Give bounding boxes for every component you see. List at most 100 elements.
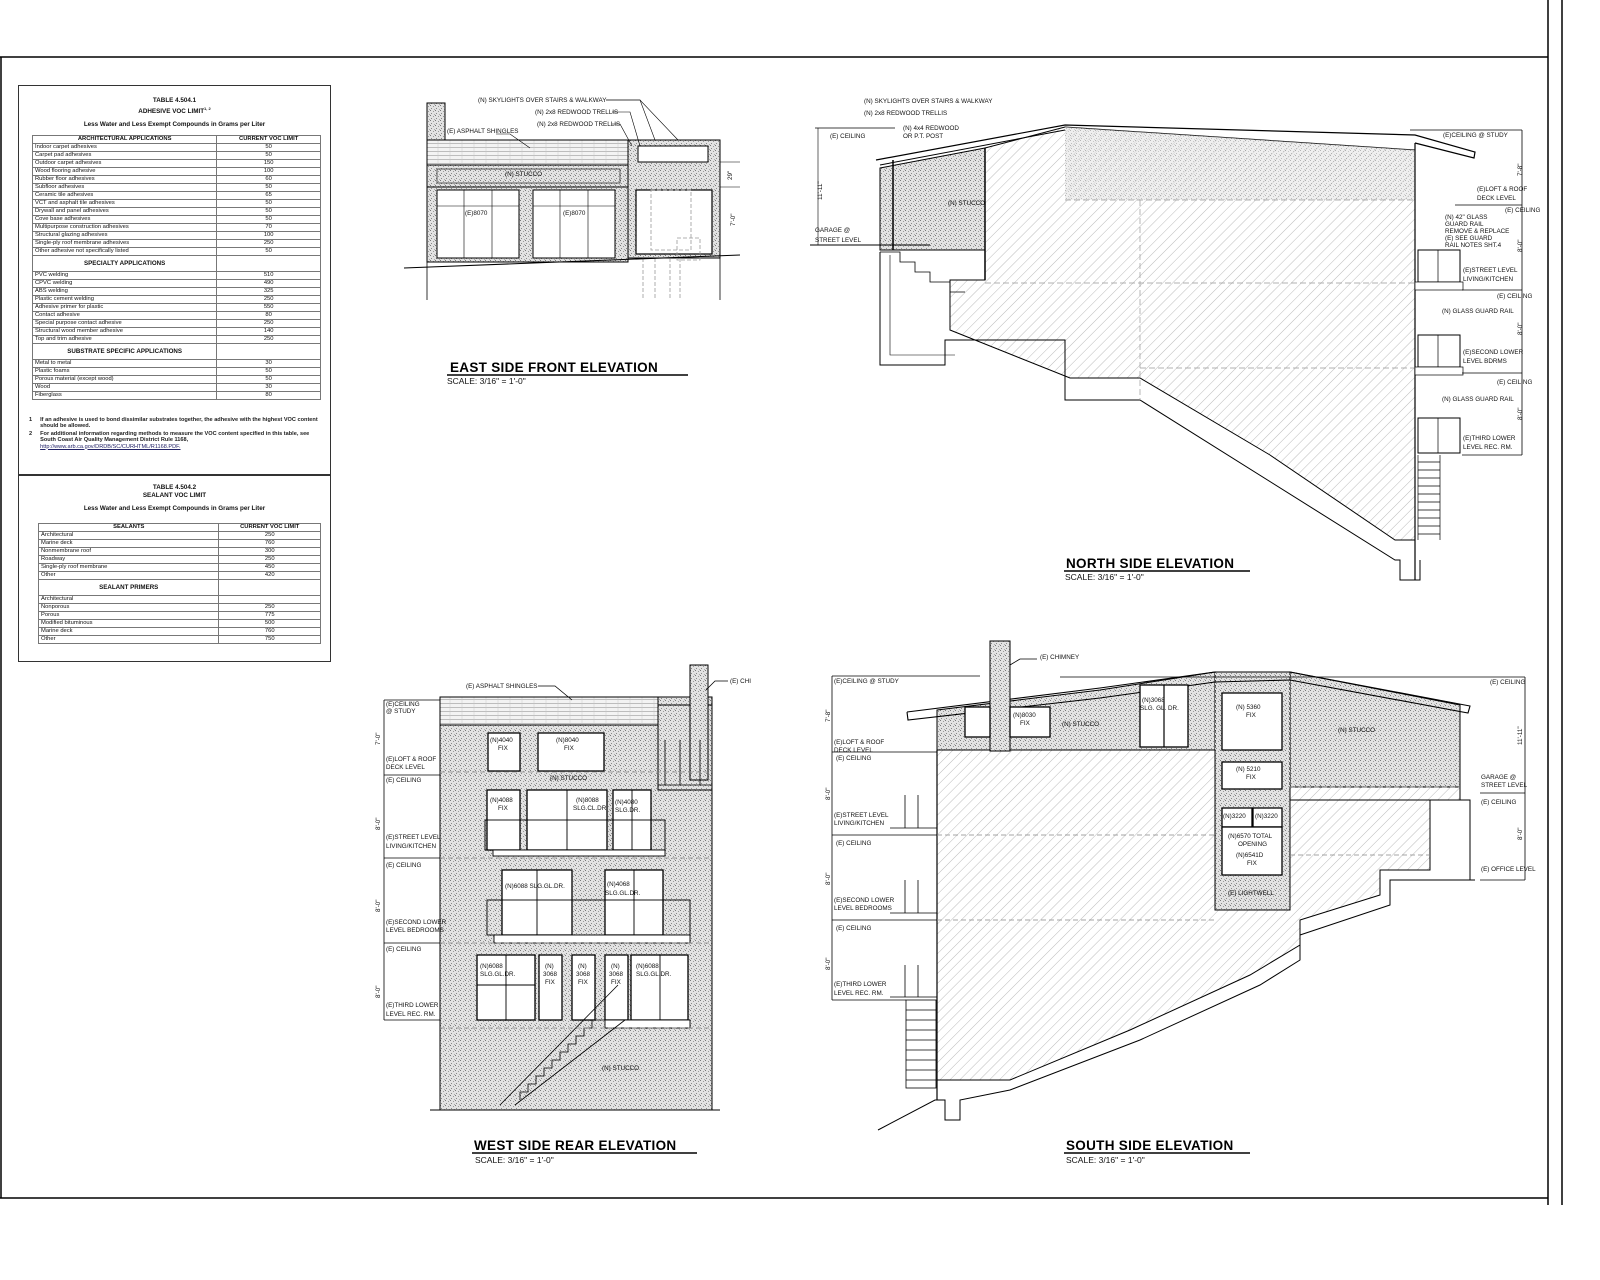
north-callout-label: (N) 2x8 REDWOOD TRELLIS	[864, 110, 947, 117]
view-titles: EAST SIDE FRONT ELEVATION SCALE: 3/16" =…	[447, 360, 1250, 1165]
column-header: SEALANTS	[37, 523, 220, 532]
north-callout-label: (N) GLASS GUARD RAIL	[1442, 308, 1514, 315]
east-callout-label: 29"	[727, 171, 734, 180]
south-callout-label: 7'-8"	[825, 709, 832, 722]
west-callout-label: (N)4068	[607, 881, 630, 888]
south-callout-label: 8'-0"	[825, 787, 832, 800]
east-callout-label: (E)8070	[563, 210, 586, 217]
adhesive-table-subtitle: ADHESIVE VOC LIMIT	[138, 107, 205, 115]
voc-limit-cell: 250	[218, 531, 321, 540]
west-callout-label: (E) CHI	[730, 678, 751, 685]
voc-limit-cell: 30	[216, 383, 321, 392]
west-callout-label: (N)4088	[490, 797, 513, 804]
south-callout-label: (E)LOFT & ROOF	[834, 739, 884, 746]
south-callout-label: (E) CEILING	[1481, 799, 1516, 806]
south-callout-label: STREET LEVEL	[1481, 782, 1528, 789]
sealant-voc-table-panel: TABLE 4.504.2 SEALANT VOC LIMIT Less Wat…	[18, 475, 331, 662]
application-cell: Carpet pad adhesives	[31, 151, 218, 160]
application-cell: Outdoor carpet adhesives	[31, 159, 218, 168]
north-callout-label: 11'-11"	[817, 181, 824, 200]
application-cell: Indoor carpet adhesives	[31, 143, 218, 152]
south-callout-label: (N) 5210	[1236, 766, 1261, 773]
application-cell: Adhesive primer for plastic	[31, 303, 218, 312]
south-callout-label: (N)3220	[1223, 813, 1246, 820]
south-callout-label: LEVEL BEDROOMS	[834, 905, 892, 912]
west-callout-label: SLG.GL.DR.	[605, 890, 641, 897]
south-callout-label: (N)3068	[1142, 697, 1165, 704]
footnote-link[interactable]: http://www.arb.ca.gov/DRDB/SC/CURHTML/R1…	[40, 443, 181, 450]
application-cell: Multipurpose construction adhesives	[31, 223, 218, 232]
voc-limit-cell: 100	[216, 231, 321, 240]
section-heading: SEALANT PRIMERS	[37, 579, 220, 596]
voc-limit-cell: 50	[216, 207, 321, 216]
table-row: Porous material (except wood)50	[31, 375, 321, 384]
section-heading-row: SEALANT PRIMERS	[37, 579, 321, 596]
voc-limit-cell: 80	[216, 311, 321, 320]
west-callout-label: LEVEL BEDROOMS	[386, 927, 444, 934]
voc-limit-cell: 750	[218, 635, 321, 644]
west-callout-label: (N)6088 SLG.GL.DR.	[505, 883, 565, 890]
west-elevation	[383, 664, 728, 1111]
north-callout-label: GUARD RAIL	[1445, 221, 1484, 228]
south-callout-label: 8'-0"	[1517, 827, 1524, 840]
south-callout-label: 8'-0"	[825, 957, 832, 970]
voc-limit-cell: 420	[218, 571, 321, 580]
section-heading-row: SUBSTRATE SPECIFIC APPLICATIONS	[31, 343, 321, 360]
west-callout-label: (E)SECOND LOWER	[386, 919, 447, 926]
north-callout-label: (N) GLASS GUARD RAIL	[1442, 396, 1514, 403]
application-cell: Roadway	[37, 555, 220, 564]
east-elevation	[403, 99, 741, 300]
west-callout-label: @ STUDY	[386, 708, 416, 715]
west-callout-label: LIVING/KITCHEN	[386, 843, 436, 850]
north-callout-label: (E) SEE GUARD	[1445, 235, 1493, 242]
voc-limit-cell: 510	[216, 271, 321, 280]
column-header: CURRENT VOC LIMIT	[216, 135, 321, 144]
application-cell: Nonmembrane roof	[37, 547, 220, 556]
voc-limit-cell: 300	[218, 547, 321, 556]
application-cell: CPVC welding	[31, 279, 218, 288]
south-callout-label: (N) STUCCO	[1062, 721, 1099, 728]
west-callout-label: 3068	[609, 971, 624, 978]
footnote-text: For additional information regarding met…	[40, 430, 310, 444]
east-callout-label: (N) 2x8 REDWOOD TRELLIS	[535, 109, 618, 116]
application-cell: Architectural	[37, 595, 220, 604]
voc-limit-cell: 50	[216, 375, 321, 384]
south-callout-label: (E)STREET LEVEL	[834, 812, 889, 819]
south-elevation	[831, 640, 1526, 1131]
voc-limit-cell: 50	[216, 199, 321, 208]
application-cell: Structural glazing adhesives	[31, 231, 218, 240]
west-callout-label: (E) CEILING	[386, 946, 421, 953]
south-callout-label: (E)THIRD LOWER	[834, 981, 887, 988]
south-callout-label: (E) CEILING	[836, 840, 871, 847]
north-callout-label: LEVEL BDRMS	[1463, 358, 1507, 365]
south-callout-label: (E) CEILING	[1490, 679, 1525, 686]
application-cell: Single-ply roof membrane	[37, 563, 220, 572]
application-cell: ABS welding	[31, 287, 218, 296]
application-cell: Rubber floor adhesives	[31, 175, 218, 184]
south-callout-label: 8'-0"	[825, 872, 832, 885]
south-callout-label: FIX	[1246, 774, 1257, 781]
voc-limit-cell: 50	[216, 367, 321, 376]
west-callout-label: (N)8040	[556, 737, 579, 744]
north-callout-label: OR P.T. POST	[903, 133, 943, 140]
east-callout-label: (N) 2x8 REDWOOD TRELLIS	[537, 121, 620, 128]
west-callout-label: FIX	[611, 979, 622, 986]
voc-limit-cell: 50	[216, 183, 321, 192]
south-callout-label: (E)SECOND LOWER	[834, 897, 895, 904]
voc-limit-cell: 775	[218, 611, 321, 620]
west-callout-label: (N) STUCCO	[602, 1065, 639, 1072]
